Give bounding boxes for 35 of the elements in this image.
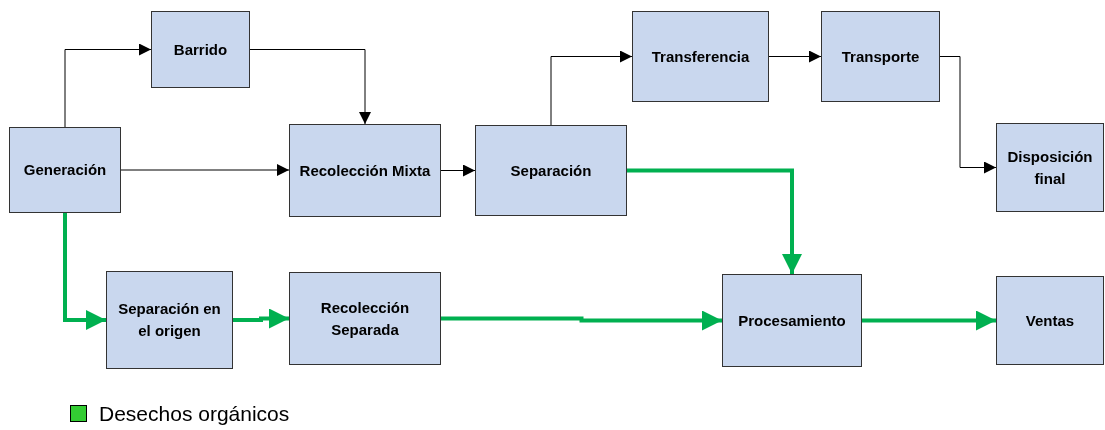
arrow [627, 168, 802, 274]
box-label: Recolección Separada [319, 297, 411, 340]
process-box [475, 125, 627, 216]
process-box [151, 11, 250, 88]
arrow [939, 56, 997, 174]
arrow [768, 50, 822, 63]
process-box [821, 11, 940, 102]
box-label: Separación en el origen [117, 299, 222, 341]
box-label: Generación [23, 160, 107, 180]
process-box [289, 124, 441, 217]
arrow [233, 308, 289, 329]
box-label: Procesamiento [738, 310, 846, 331]
process-box [722, 274, 862, 367]
box-label: Transporte [841, 46, 920, 67]
arrow [120, 164, 290, 176]
arrow [64, 43, 152, 128]
process-box [996, 123, 1104, 212]
arrow [550, 50, 633, 126]
process-box [9, 127, 121, 213]
arrow [249, 49, 371, 125]
arrow [862, 310, 996, 331]
arrow [63, 213, 106, 330]
process-box [632, 11, 769, 102]
arrow [441, 310, 722, 331]
legend-label: Desechos orgánicos [99, 401, 290, 427]
box-label: Separación [510, 160, 592, 181]
box-label: Transferencia [651, 46, 750, 67]
process-box [106, 271, 233, 369]
box-label: Barrido [173, 39, 228, 60]
process-box [996, 276, 1104, 365]
box-label: Recolección Mixta [299, 160, 431, 181]
arrow [440, 164, 476, 177]
box-label: Ventas [1025, 310, 1075, 331]
process-box [289, 272, 441, 365]
box-label: Disposición final [1006, 146, 1094, 189]
